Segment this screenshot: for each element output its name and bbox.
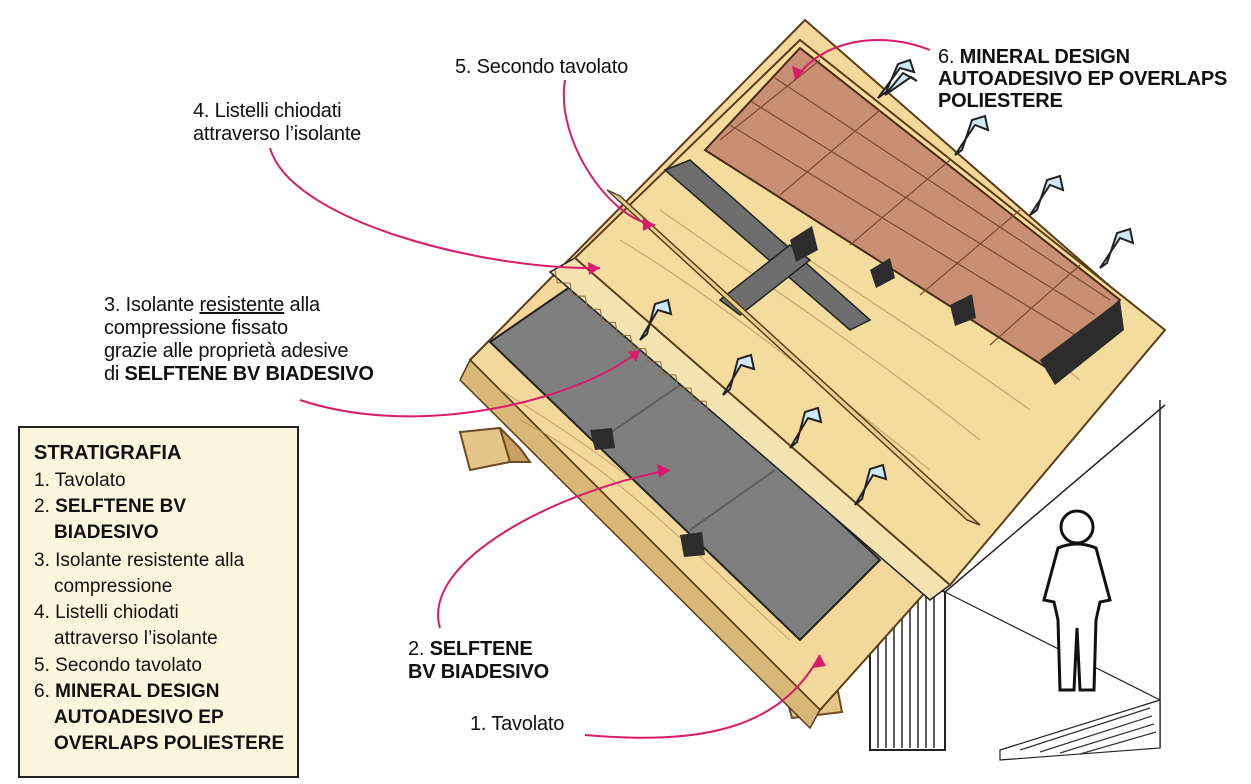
label-listelli-chiodati: 4. Listelli chiodati attraverso l’isolan… (193, 100, 362, 145)
legend-stratigrafia: STRATIGRAFIA 1. Tavolato 2. SELFTENE BV … (18, 426, 299, 778)
layer-selftene-membrane (488, 278, 882, 642)
person-silhouette-icon (1042, 509, 1112, 692)
ventilation-arrows-icon (639, 58, 1135, 506)
legend-item-6: 6. MINERAL DESIGN AUTOADESIVO EP OVERLAP… (34, 681, 285, 754)
label-secondo-tavolato: 5. Secondo tavolato (455, 56, 629, 78)
legend-title: STRATIGRAFIA (34, 442, 182, 464)
leader-mineral-design (794, 39, 931, 81)
layer-secondo-tavolato (573, 38, 1167, 587)
leader-arrowheads (588, 66, 826, 668)
label-mineral-design: 6. MINERAL DESIGN AUTOADESIVO EP OVERLAP… (938, 46, 1228, 112)
label-selftene-bv-biadesivo: 2. SELFTENE BV BIADESIVO (408, 638, 549, 683)
leader-lines (269, 39, 931, 739)
label-tavolato: 1. Tavolato (470, 713, 565, 735)
leader-selftene (437, 469, 671, 629)
layer-mineral-design-shingles (703, 46, 1124, 385)
legend-item-4: 4. Listelli chiodati attraverso l’isolan… (34, 602, 218, 649)
leader-listelli (269, 147, 601, 270)
legend-item-2: 2. SELFTENE BV BIADESIVO (34, 496, 187, 543)
leader-secondo-tavolato (562, 79, 656, 226)
leader-isolante (299, 349, 641, 418)
legend-item-1: 1. Tavolato (34, 470, 126, 491)
legend-item-3: 3. Isolante resistente alla compressione (34, 550, 245, 597)
legend-item-5: 5. Secondo tavolato (34, 655, 202, 676)
leader-tavolato (584, 654, 821, 739)
label-isolante: 3. Isolante resistente alla compressione… (104, 294, 374, 385)
